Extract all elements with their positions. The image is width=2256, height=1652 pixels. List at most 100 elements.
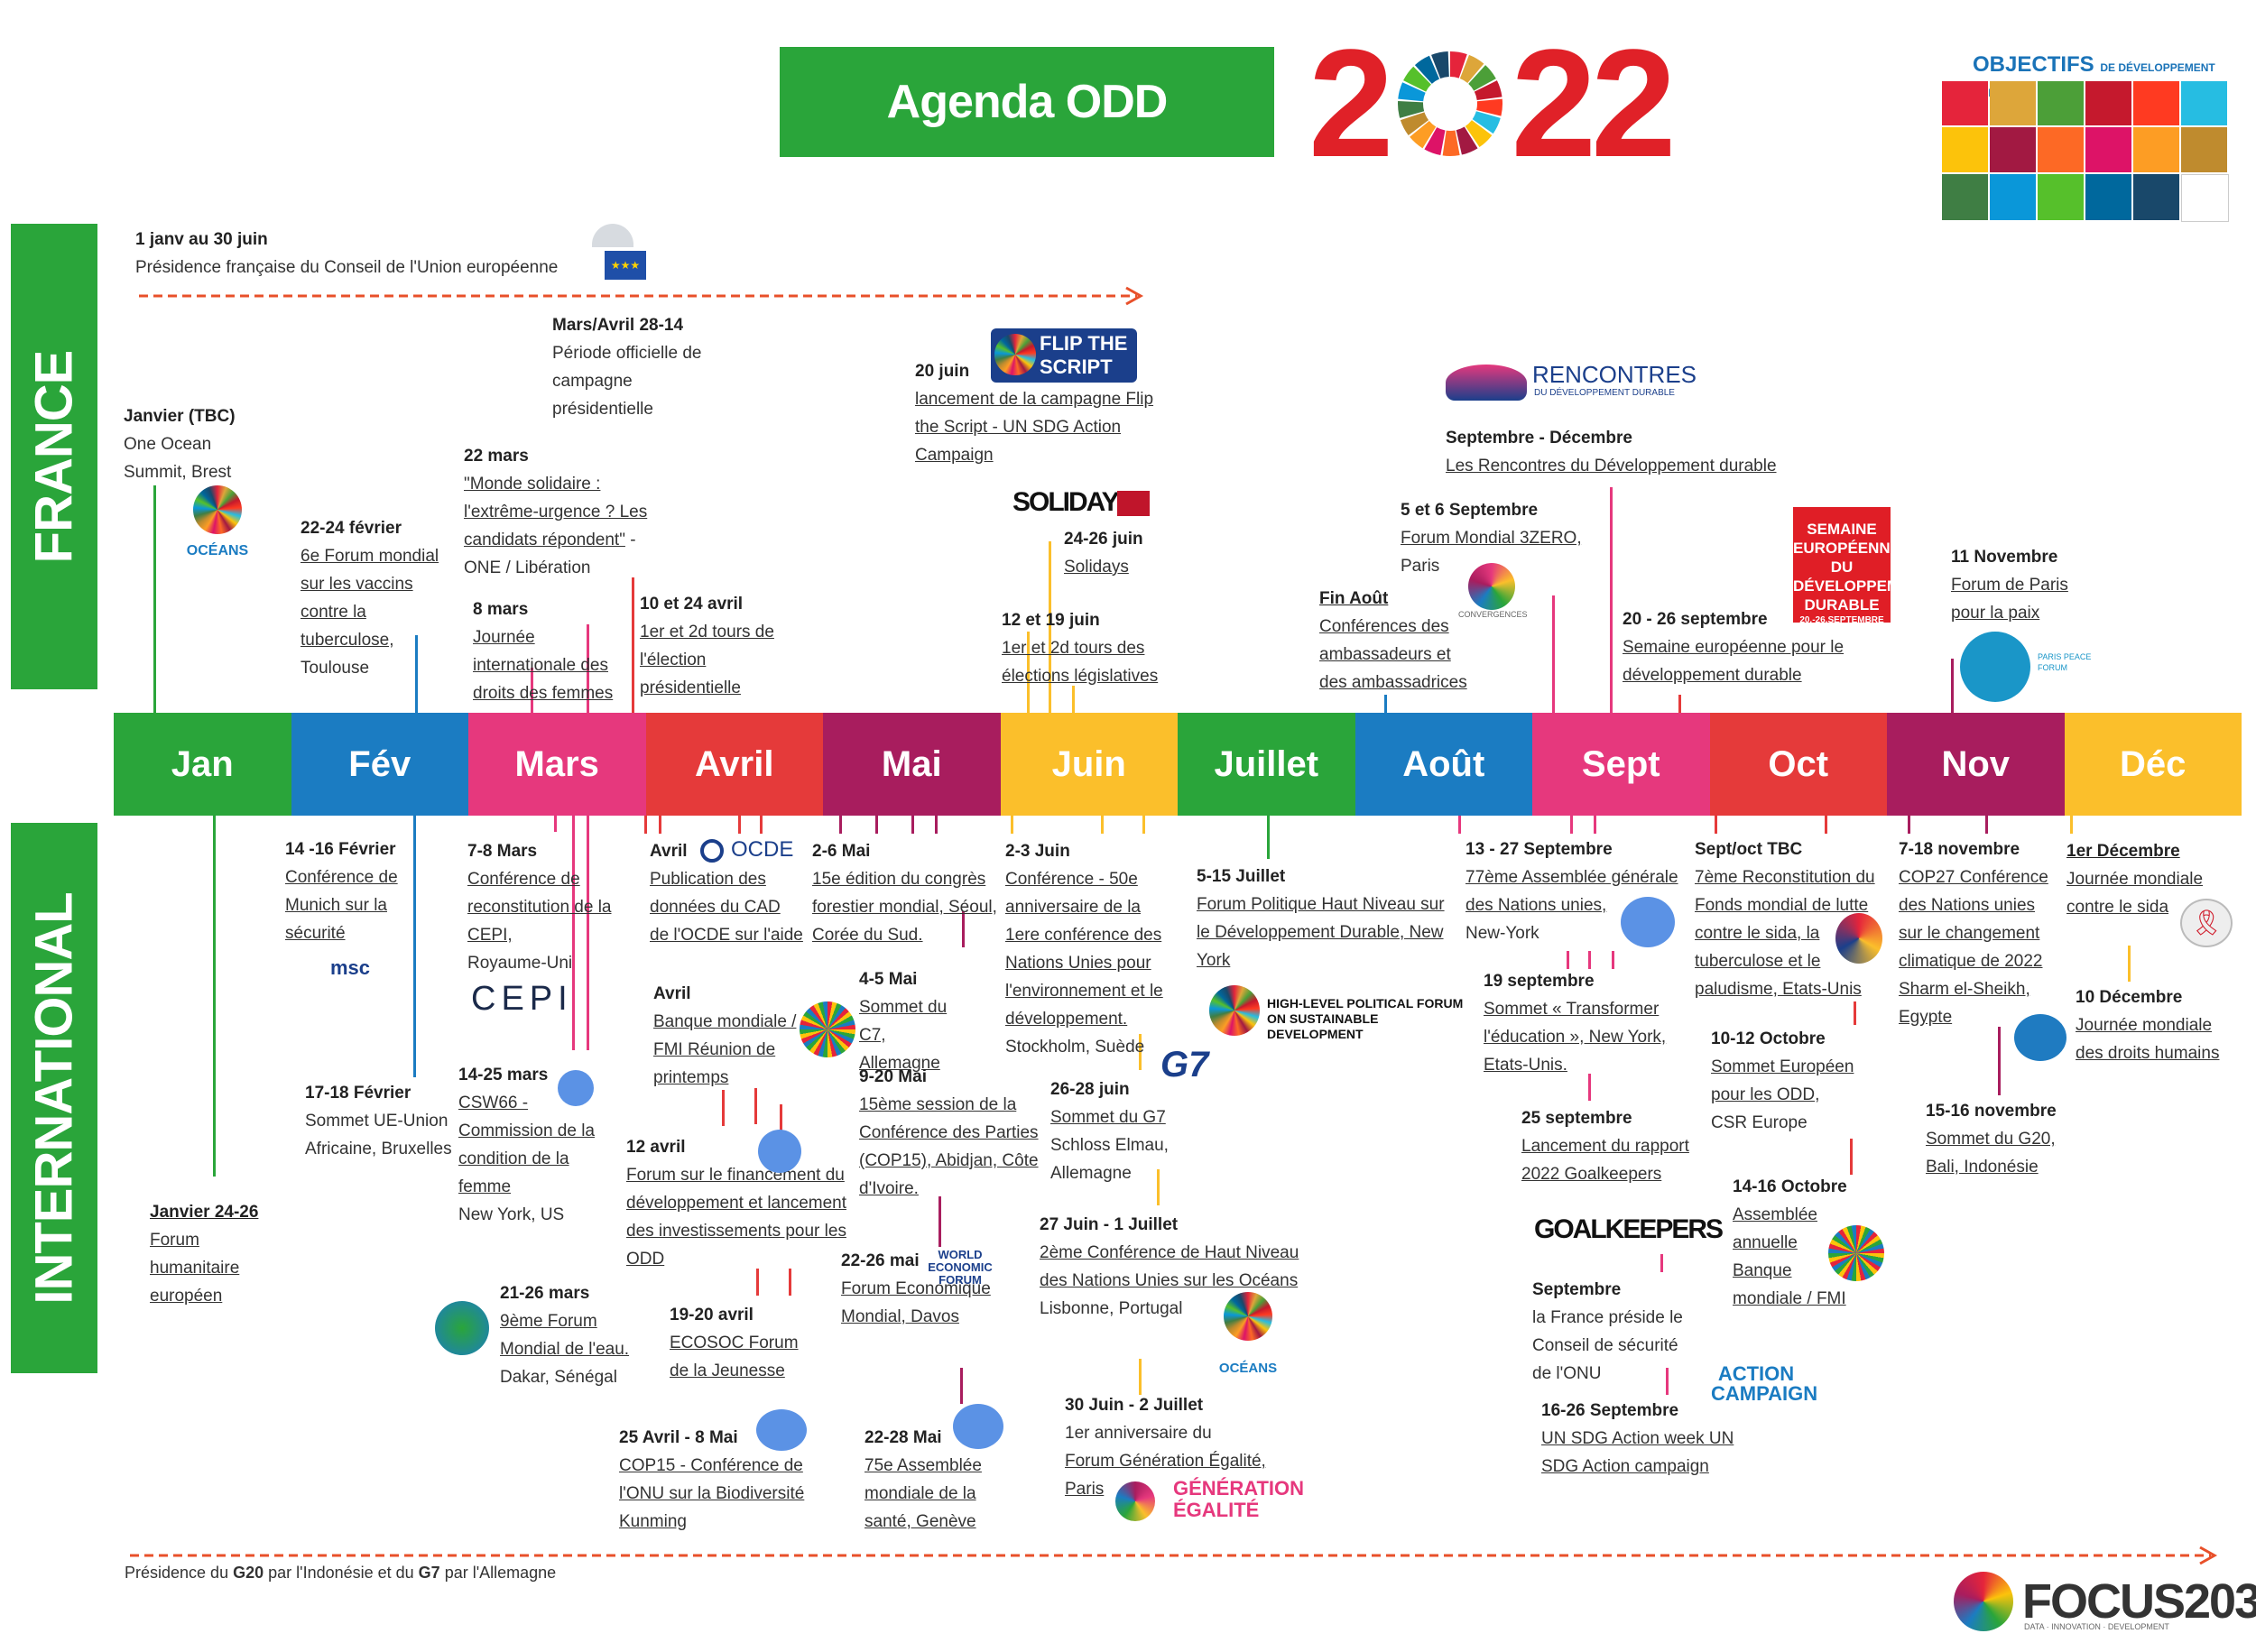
sdg-wheel-segment [1456,126,1478,155]
sdg-goal-tile [1990,127,2036,172]
timeline-connector [754,1088,757,1124]
msc-logo: msc [330,956,371,979]
sdg-wheel-segment [1474,80,1502,101]
presidency-note: Présidence du G20 par l'Indonésie et du … [125,1564,557,1582]
month-jan: Jan [114,713,291,816]
sdg-wheel-segment [1424,127,1446,156]
timeline-connector [1612,951,1614,969]
event-one-ocean: Janvier (TBC)One Ocean Summit, Brest [124,407,236,482]
un-logo-icon-2 [758,1130,801,1173]
sdg-goal-tile [1990,81,2036,126]
timeline-connector [1552,595,1555,713]
rencontres-logo: RENCONTRES DU DÉVELOPPEMENT DURABLE [1446,355,1697,410]
timeline-connector [1951,659,1954,713]
month-déc: Déc [2064,713,2242,816]
sdg-wheel-segment [1467,65,1496,91]
page-title: Agenda ODD [780,47,1274,157]
timeline-connector [938,1196,941,1247]
cepi-logo: CEPI [471,980,573,1018]
timeline-connector [1157,1169,1160,1205]
generation-egalite-logo: GÉNÉRATION ÉGALITÉ [1115,1474,1304,1528]
hlpf-logo-text: HIGH-LEVEL POLITICAL FORUM ON SUSTAINABL… [1267,996,1464,1041]
sdg-wheel-segment [1409,121,1436,149]
timeline-connector [722,1090,725,1126]
month-nov: Nov [1887,713,2065,816]
sdg-wheel-segment [1397,100,1424,118]
sdg-goal-tile [2133,173,2179,220]
sdg-goal-tile [2038,173,2084,220]
timeline-connector [1139,1359,1142,1395]
sdg-goals-grid [1942,81,2229,222]
timeline-connector [1570,816,1573,834]
timeline-connector [1567,951,1569,969]
month-fév: Fév [291,713,468,816]
sdg-wheel-segment [1414,55,1439,84]
timeline-connector [1908,816,1910,834]
month-juillet: Juillet [1178,713,1355,816]
timeline-connector [1027,632,1030,713]
sdg-wheel-segment [1397,82,1426,102]
timeline-connector [1850,1139,1853,1175]
timeline-connector [756,1269,759,1296]
sdg-goal-tile [1942,81,1988,126]
timeline-connector [1854,1001,1856,1025]
sdg-goal-tile [1942,127,1988,172]
sdg-wheel-segment [1400,112,1428,135]
timeline-connector [1384,695,1387,713]
timeline-connector [962,911,965,947]
sdg-goal-tile [2133,127,2179,172]
sdg-wheel-segment [1472,111,1501,134]
timeline-connector [2070,816,2073,834]
g7-logo: G7 [1160,1045,1209,1084]
timeline-connector [213,816,216,1177]
timeline-connector [153,485,156,713]
timeline-connector [738,816,741,834]
ocde-logo: OCDE [700,837,807,864]
sdg-wheel-segment [1449,51,1467,78]
sdg-wheel-segment [1430,51,1449,79]
year-2022: 2 22 [1308,18,1677,189]
timeline-connector [780,1104,782,1140]
wef-logo: WORLD ECONOMIC FORUM [928,1248,993,1287]
sdg-goal-tile [2181,173,2229,222]
un-logo-icon-3 [756,1409,807,1451]
sdg-goal-tile [2085,173,2131,220]
timeline-connector [1678,695,1681,713]
sdg-goal-tile [1942,173,1988,220]
timeline-connector [839,816,842,834]
timeline-connector [1142,816,1145,834]
timeline-connector [960,1368,963,1404]
sdg-goal-tile [2133,81,2179,126]
solidays-badge-icon [1117,491,1150,516]
sdg-goal-tile [1990,173,2036,220]
action-campaign-logo: ACTION CAMPAIGN [1711,1362,1818,1405]
timeline-connector [531,668,533,713]
month-juin: Juin [1000,713,1178,816]
goalkeepers-logo: GOALKEEPERS [1534,1214,1724,1244]
timeline-connector [1715,816,1717,834]
timeline-connector [1660,1254,1663,1272]
timeline-connector [632,577,634,713]
